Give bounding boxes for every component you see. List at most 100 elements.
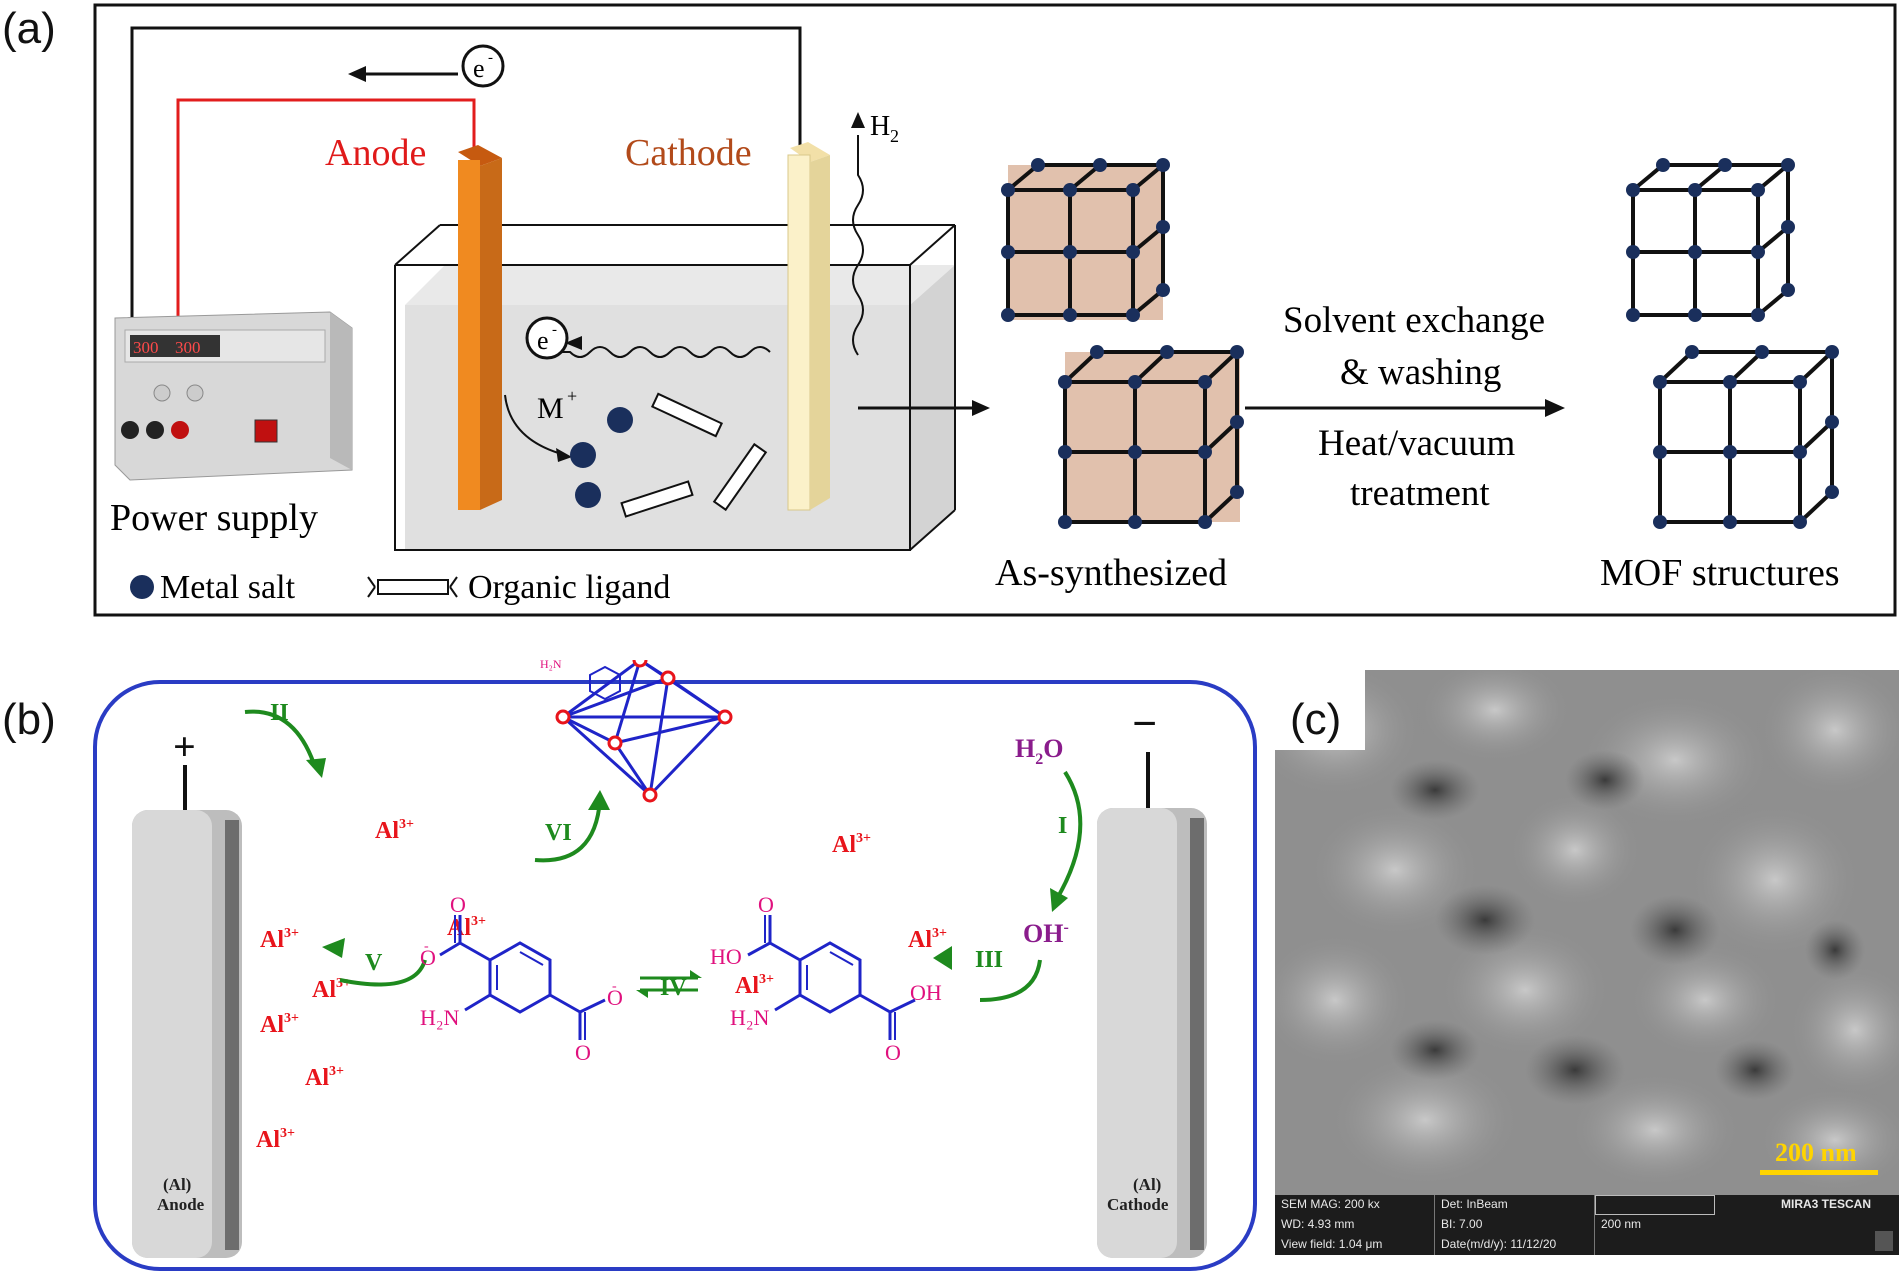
al-cathode-rod <box>1097 808 1207 1258</box>
legend-metal-icon <box>130 575 154 599</box>
sem-date: Date(m/d/y): 11/12/20 <box>1435 1235 1595 1255</box>
mof-cube-bottom <box>1653 345 1839 529</box>
circuit-wire-red <box>176 98 476 440</box>
cathode-rod-label-2: Cathode <box>1107 1195 1169 1214</box>
power-supply-label: Power supply <box>110 497 318 539</box>
circuit-wire-black <box>130 26 802 320</box>
sem-bar-label: 200 nm <box>1601 1217 1642 1231</box>
svg-text:Al3+: Al3+ <box>305 1064 344 1091</box>
h2-label: H <box>870 111 890 142</box>
water-label: H2O <box>1015 734 1063 768</box>
step-text-1: Solvent exchange <box>1283 300 1545 341</box>
cathode-minus: − <box>1132 699 1157 748</box>
panel-a-diagram: e - 300 300 Power supply Anode <box>93 3 1897 617</box>
sem-mag: SEM MAG: 200 kx <box>1275 1195 1435 1215</box>
sem-scale-ruler <box>1595 1195 1715 1215</box>
svg-text:I: I <box>1058 813 1067 839</box>
svg-text:-: - <box>612 979 617 994</box>
scale-bar <box>1760 1170 1878 1175</box>
svg-text:Al3+: Al3+ <box>260 926 299 953</box>
svg-text:II: II <box>270 700 289 726</box>
svg-text:O: O <box>420 945 436 970</box>
panel-b-diagram: + (Al) Anode − (Al) Cathode Al3+ Al3+ Al… <box>93 660 1257 1271</box>
cathode-rod-label-1: (Al) <box>1133 1175 1161 1194</box>
svg-text:O: O <box>758 892 774 917</box>
anode-label: Anode <box>325 132 426 174</box>
scale-bar-label: 200 nm <box>1775 1138 1857 1167</box>
anode-electrode <box>458 145 502 510</box>
svg-text:VI: VI <box>545 820 572 846</box>
sem-view-field: View field: 1.04 μm <box>1275 1235 1435 1255</box>
metal-ion-ball <box>607 407 633 433</box>
electron-sup-solution: - <box>552 322 557 338</box>
anion-atoms: O O - H₂N O O - <box>420 892 623 1065</box>
panel-a-frame <box>93 3 1897 617</box>
arrowheads <box>306 758 1068 970</box>
svg-text:O: O <box>607 985 623 1010</box>
svg-text:Al3+: Al3+ <box>832 831 871 858</box>
electron-sup-top: - <box>488 50 493 66</box>
step-text-2: & washing <box>1340 352 1501 393</box>
as-synthesized-cube-top <box>1001 158 1170 322</box>
electron-symbol-solution: e <box>537 326 549 355</box>
al-anode-rod <box>132 810 242 1258</box>
svg-text:Al3+: Al3+ <box>908 926 947 953</box>
svg-text:O: O <box>885 1040 901 1065</box>
electron-wave <box>555 346 771 358</box>
sem-texture <box>1275 670 1899 1195</box>
svg-text:V: V <box>365 950 383 976</box>
step-labels: I II III IV V VI <box>270 700 1067 1001</box>
metal-ion-ball <box>570 442 596 468</box>
sem-brand: MIRA3 TESCAN <box>1781 1197 1872 1211</box>
reaction-arrows <box>244 709 1083 1002</box>
anode-plus: + <box>173 724 196 769</box>
svg-text:Al3+: Al3+ <box>735 972 774 999</box>
sem-logo-icon <box>1875 1231 1893 1251</box>
as-synthesized-label: As-synthesized <box>995 552 1227 594</box>
legend-metal-label: Metal salt <box>160 569 296 606</box>
mof-structures-label: MOF structures <box>1600 552 1840 594</box>
ligand-in-solution <box>620 392 768 518</box>
svg-text:-: - <box>424 939 429 954</box>
h2-sub: 2 <box>890 126 899 146</box>
cathode-label: Cathode <box>625 132 752 174</box>
equilibrium-arrows <box>640 976 698 992</box>
anode-rod-label-2: Anode <box>157 1195 205 1214</box>
al-ions: Al3+ Al3+ Al3+ Al3+ Al3+ Al3+ Al3+ Al3+ … <box>256 817 947 1153</box>
mof-nh2: H₂N <box>540 660 562 671</box>
panel-b-label: (b) <box>2 695 56 744</box>
acid-atoms: O HO H₂N O OH <box>710 892 942 1065</box>
sem-det: Det: InBeam <box>1435 1195 1595 1215</box>
h2-evolution-line <box>852 135 864 356</box>
anode-rod-label-1: (Al) <box>163 1175 191 1194</box>
aminoterephthalate-anion <box>439 915 606 1040</box>
metal-ion-ball <box>575 482 601 508</box>
display-right: 300 <box>175 338 201 357</box>
mof-cube-top <box>1626 158 1795 322</box>
step-text-3: Heat/vacuum <box>1318 423 1515 464</box>
mof-octahedron: H₂N <box>540 660 733 803</box>
electron-circle-top <box>461 44 505 88</box>
svg-text:H₂N: H₂N <box>730 1005 770 1030</box>
panel-a-label: (a) <box>2 4 56 53</box>
svg-text:Al3+: Al3+ <box>260 1011 299 1038</box>
metal-ion-arrow <box>504 394 566 456</box>
aminoterephthalic-acid <box>747 915 916 1040</box>
svg-text:HO: HO <box>710 944 742 969</box>
metal-ion-sup: + <box>567 386 577 406</box>
hydroxide-label: OH- <box>1023 919 1069 948</box>
sem-wd: WD: 4.93 mm <box>1275 1215 1435 1235</box>
sem-image <box>1275 670 1899 1195</box>
electron-symbol-top: e <box>473 54 485 83</box>
panel-c-label-bg <box>1275 670 1365 750</box>
sem-bi: BI: 7.00 <box>1435 1215 1595 1235</box>
cathode-electrode <box>787 142 830 511</box>
svg-text:H₂N: H₂N <box>420 1005 460 1030</box>
svg-text:Al3+: Al3+ <box>312 976 351 1003</box>
legend-ligand-icon <box>367 576 458 598</box>
step-text-4: treatment <box>1350 473 1490 514</box>
as-synthesized-cube-bottom <box>1058 345 1244 529</box>
svg-text:O: O <box>450 892 466 917</box>
svg-text:O: O <box>575 1040 591 1065</box>
svg-text:OH: OH <box>910 980 942 1005</box>
